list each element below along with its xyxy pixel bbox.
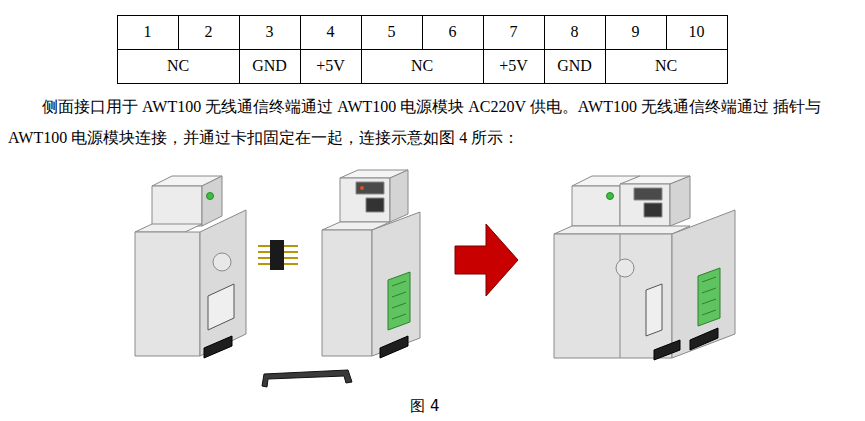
module-front [554,234,672,358]
table-cell: 1 [117,15,178,49]
combined-modules [554,176,735,360]
module-side [372,212,420,356]
cell-text: +5V [316,57,345,75]
panel [356,182,384,194]
cell-text: 2 [205,23,213,41]
table-cell: 6 [422,15,483,49]
module-side [670,176,690,226]
port [644,203,662,217]
terminal-block [698,268,720,326]
table-cell: 8 [544,15,605,49]
cell-text: 10 [689,23,705,41]
table-cell: 4 [300,15,361,49]
pin-header [258,240,298,270]
port [366,198,384,212]
cell-text: GND [252,57,287,75]
table-grid [117,15,728,84]
cell-text: NC [655,57,677,75]
module-top [554,226,690,234]
terminal-pins [392,281,406,319]
table-cell: 7 [483,15,544,49]
table-border [118,16,728,84]
clip [262,370,352,387]
module-front [322,230,372,356]
terminal-module [322,170,420,358]
latch [654,340,680,360]
table-cell: NC [361,49,483,83]
led [607,193,614,200]
latch [204,336,232,358]
module-side [202,176,222,226]
table-cell: GND [239,49,300,83]
header-body [270,240,284,270]
table-cell: NC [117,49,239,83]
cell-text: 6 [449,23,457,41]
module-front [572,186,620,226]
table-cell: 2 [178,15,239,49]
cell-text: 8 [571,23,579,41]
seam [620,234,621,358]
cell-text: 5 [388,23,396,41]
led [360,186,364,190]
table-cell: +5V [300,49,361,83]
module-side [390,170,408,222]
cell-text: 4 [327,23,335,41]
table-cell: 3 [239,15,300,49]
figure-caption: 图 4 [380,397,470,416]
module-side [672,210,735,358]
paragraph: 侧面接口用于 AWT100 无线通信终端通过 AWT100 电源模块 AC220… [8,91,853,153]
window [208,284,234,330]
window [646,284,662,336]
cell-text: 3 [266,23,274,41]
table-cell: 10 [666,15,727,49]
cell-text: NC [411,57,433,75]
led [207,193,214,200]
power-module [135,176,246,358]
cell-text: 7 [510,23,518,41]
latch [380,336,408,358]
table-cell: 5 [361,15,422,49]
knob [213,253,231,271]
module-front [620,184,670,226]
cell-text: GND [557,57,592,75]
knob [616,259,634,277]
arrow [455,224,518,296]
panel [634,188,662,200]
table-cell: +5V [483,49,544,83]
cell-text: +5V [499,57,528,75]
cell-text: 9 [632,23,640,41]
module-front [135,232,200,356]
table-cell: GND [544,49,605,83]
module-front [152,186,202,226]
table-cell: 9 [605,15,666,49]
module-front [340,178,390,222]
table-cell: NC [605,49,727,83]
terminal-block [388,272,410,330]
cell-text: 1 [144,23,152,41]
cell-text: NC [167,57,189,75]
terminal-pins [702,277,716,315]
latch [690,328,718,350]
table-rule [117,49,727,50]
module-side [200,210,246,356]
module-top [135,224,202,232]
table-columns [179,15,667,83]
